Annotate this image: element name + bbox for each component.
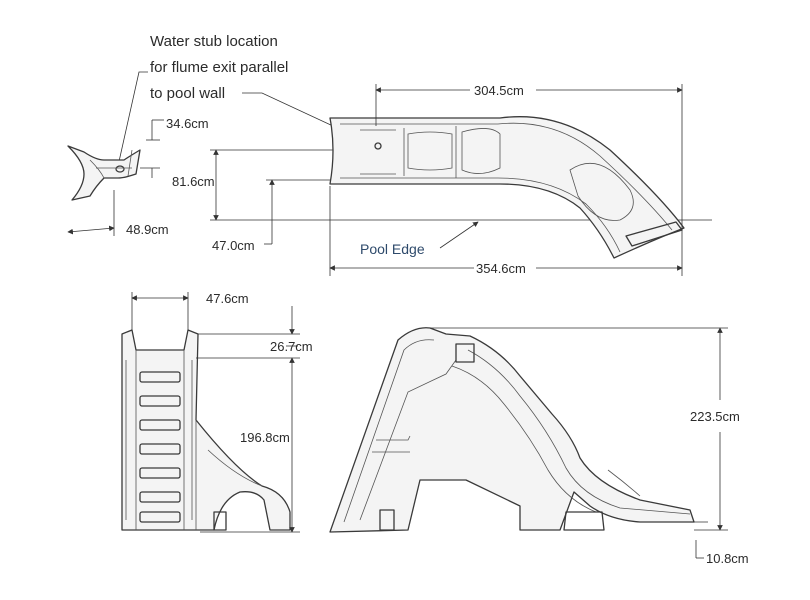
- stub-offset-label: 34.6cm: [166, 116, 209, 131]
- exit-width-line: [67, 225, 115, 235]
- front-view: [121, 329, 291, 531]
- note-line-1: Water stub location: [150, 33, 278, 50]
- top-length-label: 304.5cm: [474, 83, 524, 98]
- platform-height-label: 196.8cm: [240, 430, 290, 445]
- pool-edge-label: Pool Edge: [360, 241, 425, 257]
- note-line-3: to pool wall: [150, 85, 225, 102]
- exit-width-label: 48.9cm: [126, 222, 169, 237]
- side-view: [329, 327, 695, 533]
- ladder-rungs: [139, 371, 181, 523]
- pool-edge-leader: [439, 221, 479, 249]
- note-leader-left: [116, 71, 148, 167]
- platform-step-label: 26.7cm: [270, 339, 313, 354]
- side-offset-label: 81.6cm: [172, 174, 215, 189]
- edge-offset-label: 47.0cm: [212, 238, 255, 253]
- note-line-2: for flume exit parallel: [150, 59, 288, 76]
- top-view: [329, 116, 685, 259]
- overall-height-label: 223.5cm: [690, 409, 740, 424]
- total-length-label: 354.6cm: [476, 261, 526, 276]
- exit-height-label: 10.8cm: [706, 551, 749, 566]
- exit-end-view: [67, 145, 141, 201]
- ladder-width-label: 47.6cm: [206, 291, 249, 306]
